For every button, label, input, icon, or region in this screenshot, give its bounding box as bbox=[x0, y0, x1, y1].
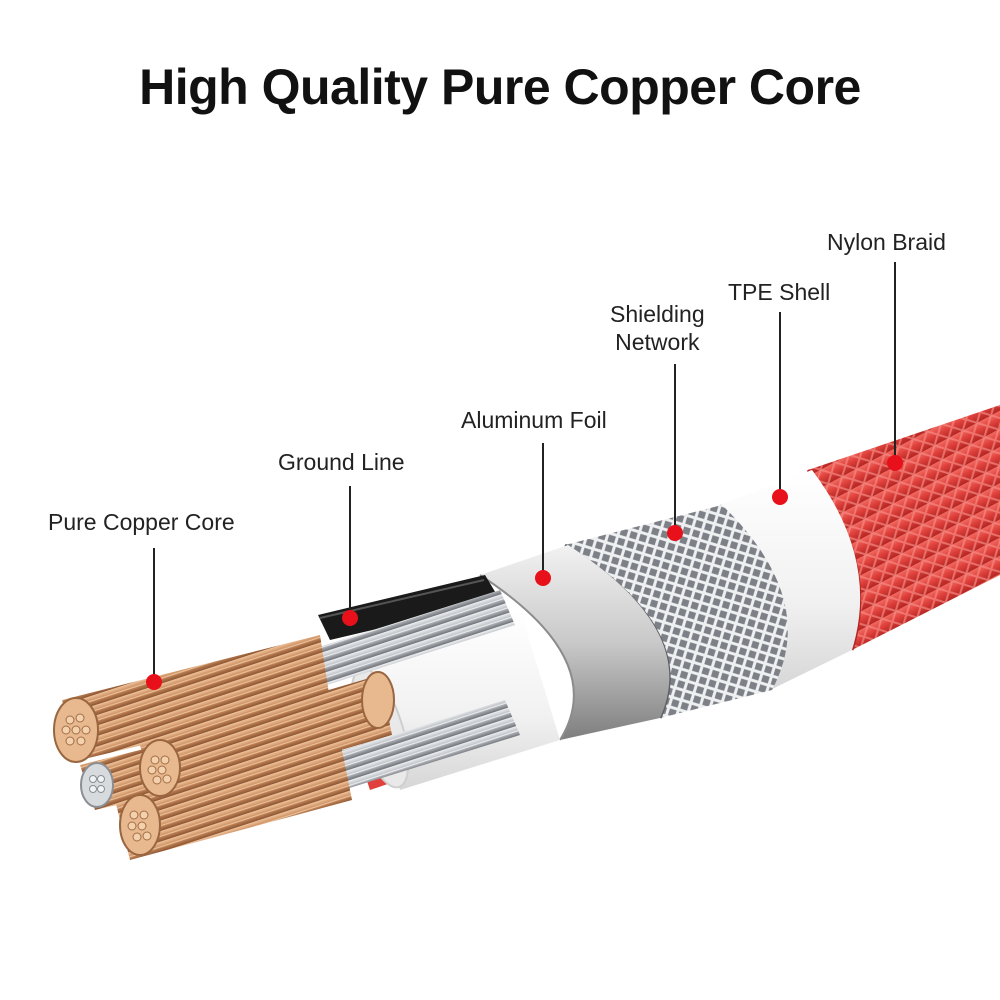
copper-core-strands bbox=[53, 635, 395, 860]
marker-dot-ground-line bbox=[342, 610, 358, 626]
marker-dot-tpe-shell bbox=[772, 489, 788, 505]
label-nylon-braid: Nylon Braid bbox=[827, 229, 946, 255]
marker-dot-pure-copper-core bbox=[146, 674, 162, 690]
label-tpe-shell: TPE Shell bbox=[728, 279, 831, 305]
marker-dot-nylon-braid bbox=[887, 455, 903, 471]
leader-lines bbox=[153, 262, 896, 682]
marker-dots bbox=[146, 455, 903, 690]
label-shielding-network-line2: Network bbox=[615, 329, 700, 355]
label-aluminum-foil: Aluminum Foil bbox=[461, 407, 607, 433]
marker-dot-aluminum-foil bbox=[535, 570, 551, 586]
copper-strand-end-faces bbox=[53, 671, 395, 856]
page-title: High Quality Pure Copper Core bbox=[139, 59, 861, 115]
label-pure-copper-core: Pure Copper Core bbox=[48, 509, 235, 535]
marker-dot-shielding-network bbox=[667, 525, 683, 541]
aluminum-foil-layer bbox=[479, 545, 670, 741]
label-ground-line: Ground Line bbox=[278, 449, 405, 475]
label-shielding-network-line1: Shielding bbox=[610, 301, 705, 327]
label-shielding-network: Shielding Network bbox=[610, 300, 705, 356]
